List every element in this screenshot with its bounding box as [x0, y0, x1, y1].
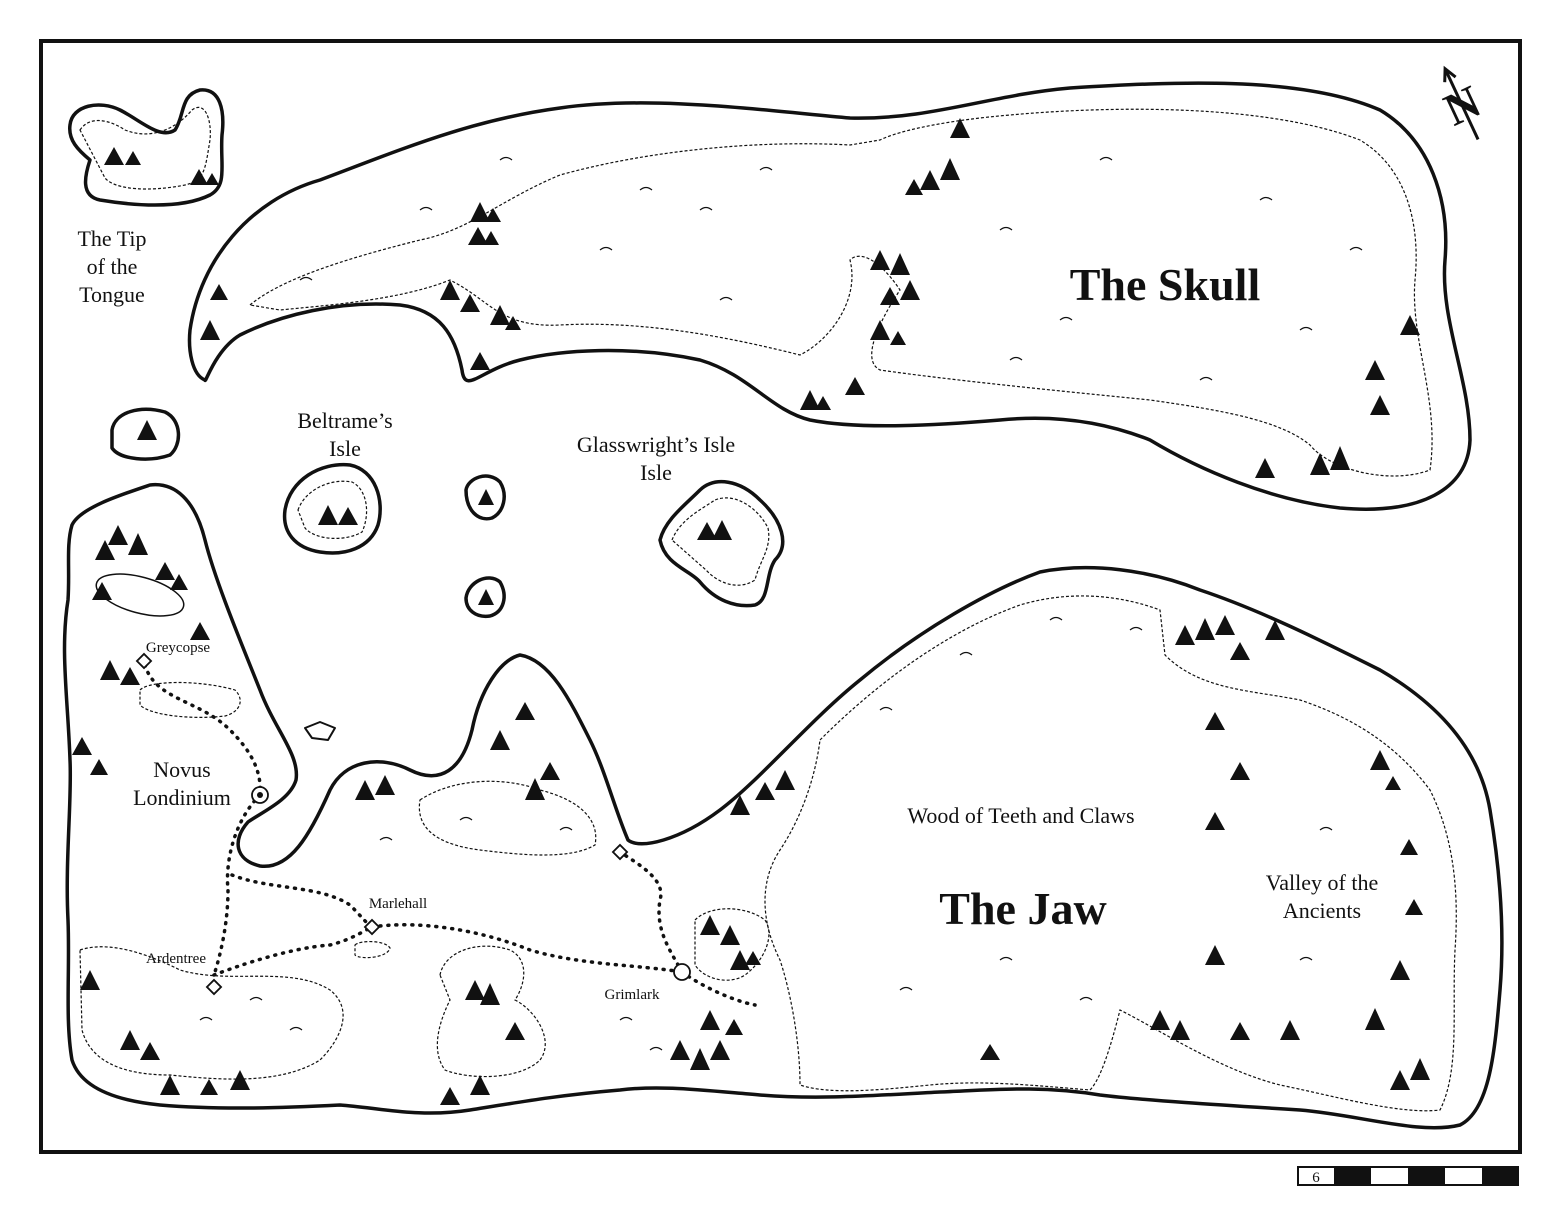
scale-bar: 6: [1297, 1166, 1519, 1186]
compass-icon: N: [1436, 65, 1488, 141]
skull-landmass: [187, 81, 1472, 511]
label-capital-2: Londinium: [133, 785, 231, 810]
tongue-island: [68, 88, 225, 207]
greycopse-marker[interactable]: [135, 652, 153, 670]
mountain-icons: [72, 118, 1430, 1105]
label-greycopse: Greycopse: [146, 640, 210, 656]
label-valley-2: Ancients: [1283, 898, 1361, 923]
ardentree-marker[interactable]: [205, 978, 223, 996]
compass-letter: N: [1436, 75, 1488, 135]
label-marlehall: Marlehall: [369, 896, 427, 912]
label-valley-1: Valley of the: [1266, 870, 1378, 895]
pass-marker[interactable]: [611, 843, 629, 861]
scale-label: 6: [1312, 1170, 1320, 1186]
region-label-skull: The Skull: [1070, 259, 1261, 310]
label-glasswright-1: Glasswright’s Isle: [577, 432, 735, 457]
label-tongue-2: of the: [87, 254, 138, 279]
label-ardentree: Ardentree: [146, 951, 206, 967]
label-beltrame-1: Beltrame’s: [297, 408, 392, 433]
settlement-markers: [135, 652, 691, 996]
marlehall-marker[interactable]: [363, 918, 381, 936]
label-wood: Wood of Teeth and Claws: [907, 803, 1134, 828]
grimlark-marker[interactable]: [673, 963, 691, 981]
beltrame-isle: [282, 462, 382, 555]
label-tongue-1: The Tip: [77, 226, 146, 251]
map-frame: [39, 39, 1522, 1154]
region-label-jaw: The Jaw: [939, 883, 1106, 934]
label-glasswright-2: Isle: [640, 460, 672, 485]
jaw-landmass: [62, 482, 1504, 1130]
islet-tiny: [304, 721, 336, 741]
grass-tuft-icons: [199, 156, 1363, 1051]
greycopse-lake: [95, 573, 185, 617]
label-beltrame-2: Isle: [329, 436, 361, 461]
label-grimlark: Grimlark: [605, 987, 660, 1003]
glasswright-isle: [658, 480, 785, 608]
label-tongue-3: Tongue: [79, 282, 145, 307]
label-capital-1: Novus: [153, 757, 210, 782]
